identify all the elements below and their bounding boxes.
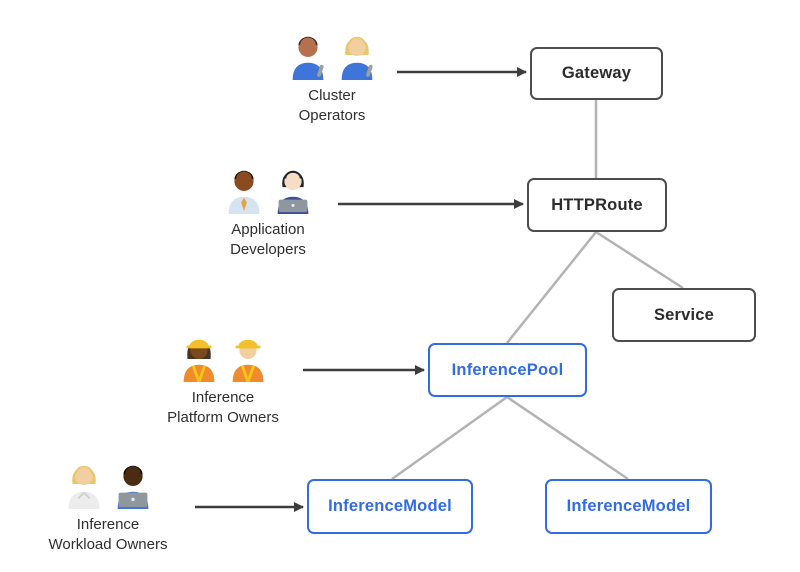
actor-inference-workload-owners-label: Inference Workload Owners	[48, 516, 168, 553]
actor-inference-workload-owners: Inference Workload Owners	[33, 459, 183, 555]
actor-application-developers-label: Application Developers	[230, 221, 306, 258]
edge-inferencepool-inferencemodel-left	[391, 395, 508, 481]
actor-inference-platform-owners-label: Inference Platform Owners	[167, 389, 279, 426]
node-inferencemodel-right-label: InferenceModel	[566, 497, 691, 515]
woman-construction-worker-icon	[183, 339, 214, 382]
node-inferencemodel-left-label: InferenceModel	[328, 497, 452, 515]
node-service-label: Service	[653, 305, 715, 324]
actor-cluster-operators-label: Cluster Operators	[298, 87, 366, 124]
actor-application-developers: Application Developers	[193, 164, 343, 260]
health-worker-icon	[68, 465, 99, 509]
actor-cluster-operators: Cluster Operators	[257, 30, 407, 126]
edge-httproute-service	[595, 230, 684, 290]
woman-mechanic-icon	[341, 36, 373, 80]
node-service: Service	[612, 288, 756, 342]
man-construction-worker-icon	[232, 339, 263, 382]
workload-owners-emoji-icon	[62, 459, 155, 509]
edge-httproute-inferencepool	[506, 231, 597, 344]
woman-technologist-icon	[277, 170, 308, 214]
node-gateway-label: Gateway	[561, 64, 632, 82]
developers-emoji-icon	[222, 164, 315, 214]
actor-inference-platform-owners: Inference Platform Owners	[148, 332, 298, 428]
man-technologist-icon	[117, 465, 148, 509]
man-mechanic-icon	[292, 36, 324, 80]
construction-workers-emoji-icon	[177, 332, 270, 382]
node-inferencemodel-right: InferenceModel	[545, 479, 712, 534]
node-httproute-label: HTTPRoute	[551, 195, 643, 214]
office-worker-icon	[228, 170, 259, 214]
node-httproute: HTTPRoute	[527, 178, 667, 232]
node-inferencepool: InferencePool	[428, 343, 587, 397]
node-gateway: Gateway	[530, 47, 663, 100]
mechanics-emoji-icon	[286, 30, 379, 80]
edge-inferencepool-inferencemodel-right	[506, 395, 629, 481]
node-inferencepool-label: InferencePool	[451, 360, 564, 379]
node-inferencemodel-left: InferenceModel	[307, 479, 473, 534]
